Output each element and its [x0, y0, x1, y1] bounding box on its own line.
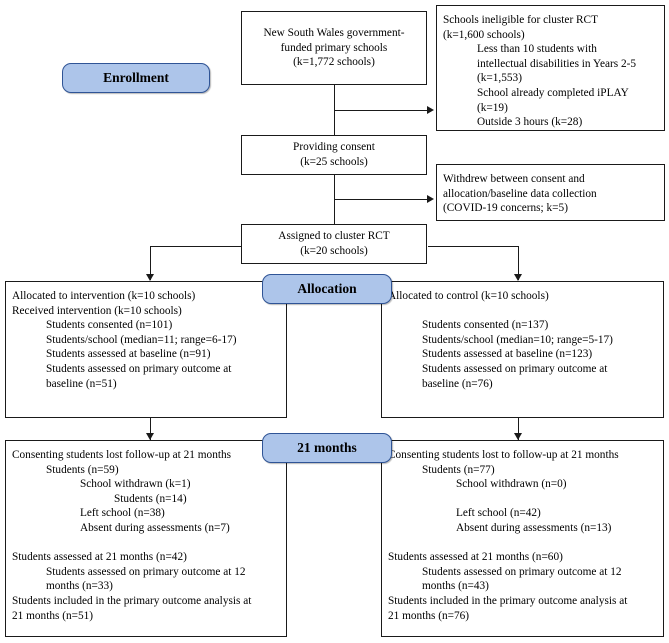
- ineligible-line-6: School already completed iPLAY: [477, 86, 629, 99]
- assigned-line-2: (k=20 schools): [300, 245, 368, 257]
- stage-badge-21-months: 21 months: [262, 433, 392, 463]
- connector-consent-to-withdrew: [334, 199, 429, 200]
- control-allocation-line-4: Students/school (median=10; range=5-17): [422, 333, 613, 346]
- control-followup-line-11: 21 months (n=76): [388, 609, 470, 622]
- intervention-followup-line-8: Students assessed on primary outcome at …: [46, 565, 246, 578]
- control-followup-line-4: [490, 492, 657, 507]
- control-followup-line-6: Absent during assessments (n=13): [456, 521, 612, 534]
- control-allocation-line-5: Students assessed at baseline (n=123): [422, 348, 593, 361]
- intervention-followup-line-6: Absent during assessments (n=7): [80, 521, 230, 534]
- connector-control-allocation-to-followup: [518, 418, 519, 440]
- source-line-3: (k=1,772 schools): [293, 56, 375, 69]
- box-ineligible-schools: Schools ineligible for cluster RCT (k=1,…: [436, 5, 665, 131]
- stage-badge-allocation-label: Allocation: [297, 281, 357, 296]
- control-followup-line-9: months (n=43): [422, 580, 489, 593]
- intervention-allocation-line-3: Students consented (n=101): [46, 319, 173, 332]
- box-control-allocation: Allocated to control (k=10 schools) Stud…: [381, 281, 664, 418]
- consent-line-2: (k=25 schools): [300, 156, 368, 168]
- control-followup-line-10: Students included in the primary outcome…: [388, 594, 628, 607]
- connector-assigned-right: [428, 246, 518, 247]
- box-control-followup: Consenting students lost to follow-up at…: [381, 440, 664, 637]
- source-line-1: New South Wales government-: [263, 27, 405, 40]
- withdrew-line-3: (COVID-19 concerns; k=5): [443, 202, 568, 215]
- box-intervention-allocation: Allocated to intervention (k=10 schools)…: [5, 281, 287, 418]
- stage-badge-enrollment-label: Enrollment: [103, 70, 169, 85]
- control-followup-line-2: Students (n=77): [422, 463, 495, 476]
- arrowhead-to-intervention-allocation: [146, 274, 154, 281]
- control-allocation-line-6: Students assessed on primary outcome at: [422, 362, 608, 375]
- intervention-followup-line-1: Consenting students lost follow-up at 21…: [12, 449, 232, 461]
- arrowhead-to-control-followup: [514, 433, 522, 440]
- arrowhead-to-ineligible: [427, 105, 434, 114]
- arrowhead-to-control-allocation: [514, 274, 522, 281]
- connector-assigned-right-down: [518, 246, 519, 280]
- intervention-followup-line-9: months (n=33): [46, 580, 113, 593]
- withdrew-line-1: Withdrew between consent and: [443, 173, 585, 185]
- ineligible-line-7: (k=19): [477, 101, 508, 114]
- control-allocation-line-3: Students consented (n=137): [422, 319, 549, 332]
- intervention-allocation-line-1: Allocated to intervention (k=10 schools): [12, 290, 196, 302]
- control-followup-line-3: School withdrawn (n=0): [456, 478, 567, 491]
- intervention-allocation-line-5: Students assessed at baseline (n=91): [46, 348, 211, 361]
- ineligible-line-5: (k=1,553): [477, 72, 522, 85]
- arrowhead-to-withdrew: [427, 194, 434, 203]
- control-followup-spacer: [388, 536, 657, 551]
- ineligible-line-1: Schools ineligible for cluster RCT: [443, 14, 598, 26]
- box-assigned-to-cluster-rct: Assigned to cluster RCT (k=20 schools): [241, 224, 427, 264]
- connector-intervention-allocation-to-followup: [150, 418, 151, 440]
- ineligible-line-2: (k=1,600 schools): [443, 28, 525, 41]
- withdrew-line-2: allocation/baseline data collection: [443, 187, 597, 200]
- intervention-followup-spacer: [12, 536, 280, 551]
- intervention-followup-line-4: Students (n=14): [114, 492, 187, 505]
- control-followup-line-1: Consenting students lost to follow-up at…: [388, 449, 619, 461]
- control-allocation-line-1: Allocated to control (k=10 schools): [388, 290, 549, 302]
- stage-badge-allocation: Allocation: [262, 274, 392, 304]
- consent-line-1: Providing consent: [293, 141, 375, 154]
- control-followup-line-8: Students assessed on primary outcome at …: [422, 565, 622, 578]
- intervention-allocation-line-6: Students assessed on primary outcome at: [46, 362, 232, 375]
- connector-assigned-left: [150, 246, 241, 247]
- intervention-followup-line-7: Students assessed at 21 months (n=42): [12, 551, 187, 564]
- intervention-followup-line-11: 21 months (n=51): [12, 609, 94, 622]
- intervention-allocation-line-7: baseline (n=51): [46, 377, 117, 390]
- stage-badge-21-months-label: 21 months: [297, 440, 357, 455]
- box-intervention-followup: Consenting students lost follow-up at 21…: [5, 440, 287, 637]
- source-line-2: funded primary schools: [280, 41, 388, 54]
- ineligible-line-4: intellectual disabilities in Years 2-5: [477, 57, 637, 70]
- intervention-allocation-line-4: Students/school (median=11; range=6-17): [46, 333, 237, 346]
- connector-assigned-left-down: [150, 246, 151, 280]
- intervention-followup-line-3: School withdrawn (k=1): [80, 478, 191, 491]
- arrowhead-to-intervention-followup: [146, 433, 154, 440]
- ineligible-line-3: Less than 10 students with: [477, 43, 597, 56]
- assigned-line-1: Assigned to cluster RCT: [278, 230, 390, 243]
- box-withdrew-between-consent-and-allocation: Withdrew between consent and allocation/…: [436, 164, 665, 221]
- intervention-allocation-line-2: Received intervention (k=10 schools): [12, 304, 182, 317]
- intervention-followup-line-2: Students (n=59): [46, 463, 119, 476]
- control-followup-line-7: Students assessed at 21 months (n=60): [388, 551, 563, 564]
- box-source-population: New South Wales government- funded prima…: [241, 11, 427, 85]
- connector-source-to-ineligible: [334, 110, 429, 111]
- control-allocation-line-7: baseline (n=76): [422, 377, 493, 390]
- ineligible-line-8: Outside 3 hours (k=28): [477, 116, 583, 129]
- stage-badge-enrollment: Enrollment: [62, 63, 210, 93]
- intervention-followup-line-5: Left school (n=38): [80, 507, 165, 520]
- control-allocation-line-2: [388, 304, 657, 319]
- box-providing-consent: Providing consent (k=25 schools): [241, 135, 427, 175]
- intervention-followup-line-10: Students included in the primary outcome…: [12, 594, 252, 607]
- control-followup-line-5: Left school (n=42): [456, 507, 541, 520]
